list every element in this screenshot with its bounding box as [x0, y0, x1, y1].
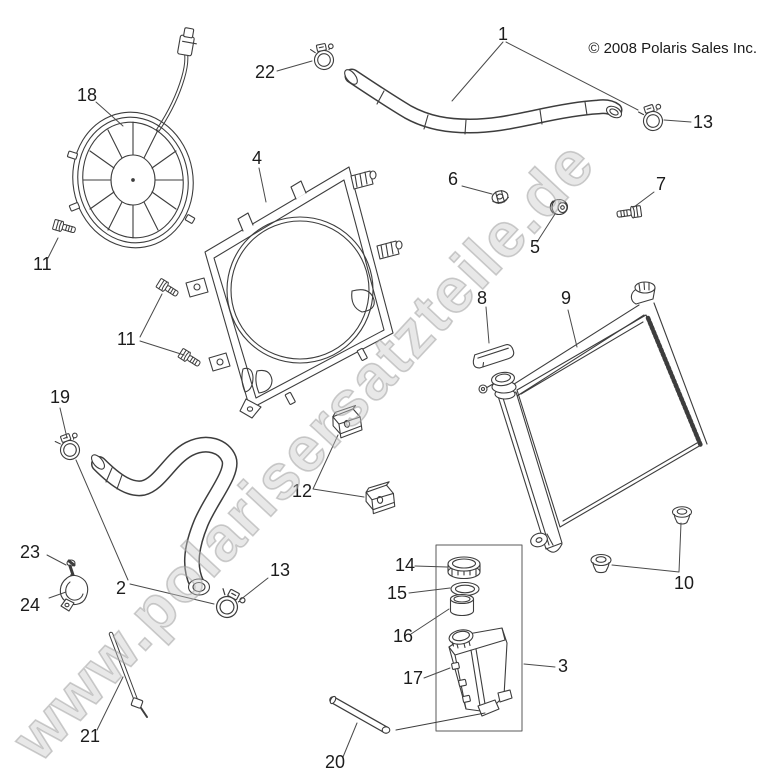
callout-5: 5 [530, 237, 540, 257]
shroud-mount-tabs [185, 277, 368, 419]
callout-2: 2 [116, 578, 126, 598]
callout-1: 1 [498, 24, 508, 44]
callout-16: 16 [393, 626, 413, 646]
drain-plugs-10 [590, 506, 693, 574]
bottle-assembly-box [435, 544, 523, 732]
callout-22: 22 [255, 62, 275, 82]
shroud-side-brackets [350, 170, 403, 260]
callout-7: 7 [656, 174, 666, 194]
cooling-fan [66, 27, 197, 249]
callout-20: 20 [325, 752, 345, 772]
cable-tie-21 [108, 631, 148, 718]
callout-11-shroud: 11 [117, 329, 136, 349]
fan-wire-connector [177, 27, 197, 57]
callout-labels: 1 22 13 18 4 6 7 5 11 11 8 9 19 12 23 2 … [20, 24, 713, 772]
seal-ring-15 [450, 581, 480, 597]
hose-clamp-13-upper [637, 101, 668, 134]
radiator-filler-neck [478, 371, 517, 400]
callout-19: 19 [50, 387, 70, 407]
clamp-strap-24 [59, 574, 89, 612]
hose-clamp-19 [53, 430, 85, 464]
callout-9: 9 [561, 288, 571, 308]
radiator-outlet-fitting [630, 281, 656, 305]
well-nut-5 [549, 198, 569, 216]
flange-nut-6 [491, 190, 509, 204]
callout-4: 4 [252, 148, 262, 168]
callout-13-lower: 13 [270, 560, 290, 580]
bottle-cap-14 [447, 556, 481, 580]
callout-13-upper: 13 [693, 112, 713, 132]
callout-14: 14 [395, 555, 415, 575]
upper-radiator-hose [344, 68, 623, 135]
callout-24: 24 [20, 595, 40, 615]
callout-11-fan: 11 [33, 254, 52, 274]
bottle-hose-link-line [395, 712, 486, 731]
callout-12: 12 [292, 481, 312, 501]
fan-blades [82, 121, 184, 239]
callout-17: 17 [403, 668, 423, 688]
copyright-text: © 2008 Polaris Sales Inc. [588, 40, 757, 57]
coolant-bottle-17 [448, 627, 513, 717]
radiator [478, 281, 708, 553]
callout-3: 3 [558, 656, 568, 676]
callout-23: 23 [20, 542, 40, 562]
screw-11-fan [51, 218, 78, 236]
radiator-foot [530, 532, 554, 548]
bolt-7 [615, 204, 643, 221]
bushing-16 [449, 593, 475, 617]
fan-shroud [185, 166, 403, 419]
lower-radiator-hose [90, 436, 238, 596]
callout-10: 10 [674, 573, 694, 593]
callout-6: 6 [448, 169, 458, 189]
leader-lines [46, 41, 692, 758]
callout-8: 8 [477, 288, 487, 308]
callout-21: 21 [80, 726, 100, 746]
hose-clamp-22 [309, 41, 339, 73]
bracket-8 [472, 344, 515, 369]
vent-hose-20 [329, 695, 391, 734]
callout-18: 18 [77, 85, 97, 105]
callout-15: 15 [387, 583, 407, 603]
